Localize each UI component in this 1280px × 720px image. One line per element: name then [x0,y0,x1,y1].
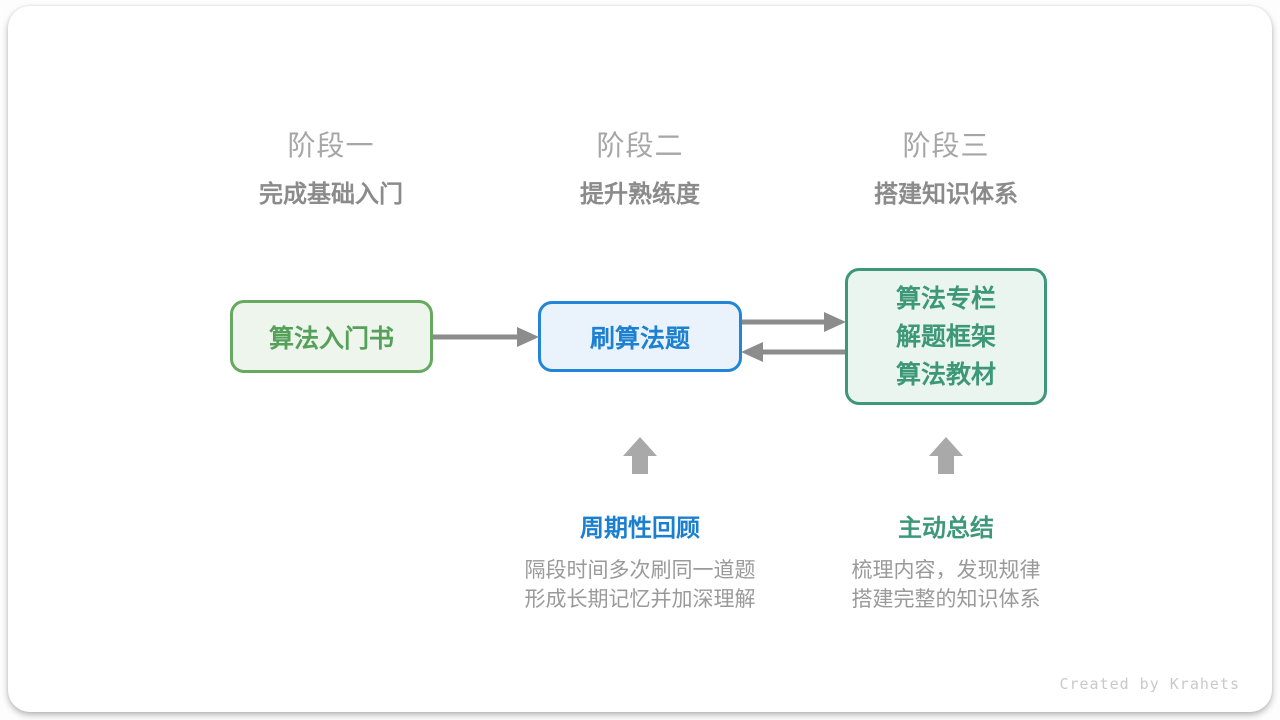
stage1-subtitle: 完成基础入门 [259,181,403,208]
credit-text: Created by Krahets [1059,675,1240,693]
stage3-subtitle: 搭建知识体系 [874,181,1018,208]
stage1-label: 阶段一 [287,130,375,161]
note-active-summary-desc: 梳理内容，发现规律 搭建完整的知识体系 [796,556,1096,614]
stage2-subtitle: 提升熟练度 [580,181,700,208]
node-practice-problems: 刷算法题 [538,301,742,372]
node-resource-line-3: 算法教材 [895,360,996,389]
node-resource-line-1: 算法专栏 [895,284,996,313]
stage3-label: 阶段三 [902,130,990,161]
note-periodic-review-desc-line-1: 隔段时间多次刷同一道题 [524,559,756,582]
node-intro-book: 算法入门书 [230,300,433,373]
note-periodic-review-desc: 隔段时间多次刷同一道题 形成长期记忆并加深理解 [490,556,790,614]
node-knowledge-resources: 算法专栏 解题框架 算法教材 [845,268,1047,405]
note-active-summary-desc-line-1: 梳理内容，发现规律 [851,559,1041,582]
stage2-label: 阶段二 [596,130,684,161]
note-periodic-review-title: 周期性回顾 [580,515,700,542]
note-active-summary-title: 主动总结 [898,515,994,542]
note-active-summary-desc-line-2: 搭建完整的知识体系 [851,588,1041,611]
node-practice-problems-label: 刷算法题 [589,324,690,353]
note-periodic-review-desc-line-2: 形成长期记忆并加深理解 [524,588,756,611]
node-intro-book-label: 算法入门书 [268,324,394,353]
node-resource-line-2: 解题框架 [895,322,996,351]
